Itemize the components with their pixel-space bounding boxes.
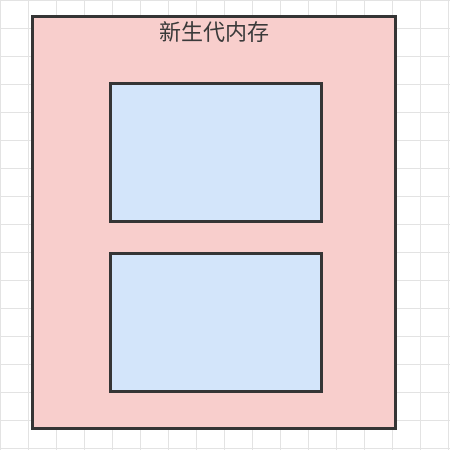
memory-region-top — [109, 82, 323, 223]
young-generation-memory-box: 新生代内存 — [31, 15, 397, 430]
young-generation-title: 新生代内存 — [158, 21, 269, 46]
memory-region-bottom — [109, 252, 323, 393]
